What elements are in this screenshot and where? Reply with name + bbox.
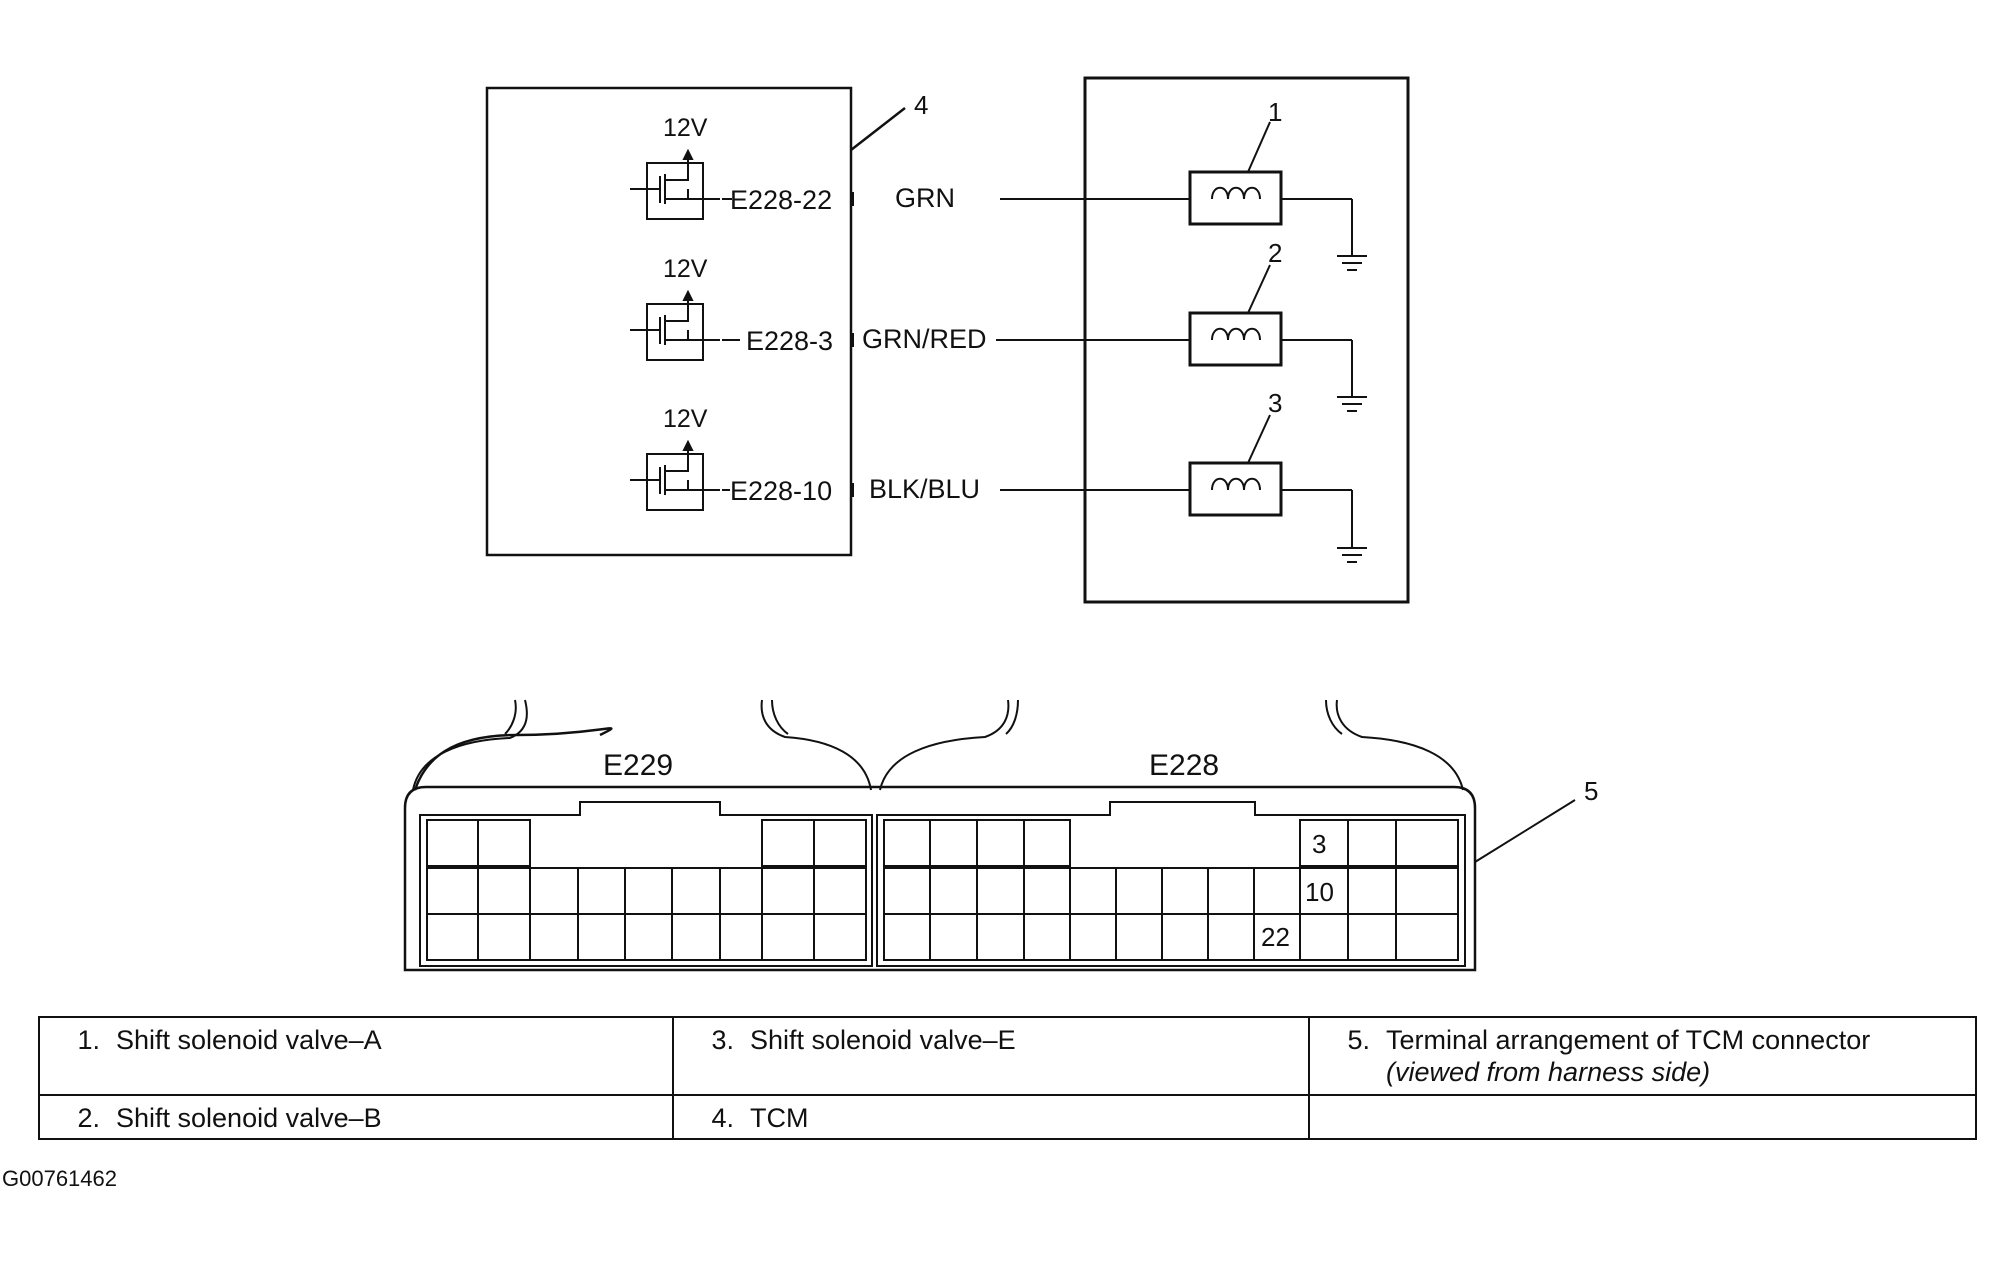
pin-cavity: [761, 867, 815, 915]
pin-label-10: 10: [1305, 877, 1334, 907]
pin-cavity: [1395, 819, 1459, 867]
pin-cavity: [1161, 867, 1209, 915]
solenoid-2: [1188, 264, 1367, 412]
pin-cavity: [1347, 819, 1397, 867]
pin-cavity: [1207, 913, 1255, 961]
pin-cavity: [976, 913, 1025, 961]
tcm-box: [485, 86, 853, 557]
legend-cell: 3. Shift solenoid valve–E: [672, 1016, 1310, 1096]
pin-cavity: [976, 819, 1025, 867]
pin-cavity: [1299, 913, 1349, 961]
connector-name-e228: E228: [1149, 749, 1219, 782]
legend-cell: 2. Shift solenoid valve–B: [38, 1094, 674, 1140]
pin-cavity: [929, 867, 978, 915]
legend-num: 1.: [77, 1025, 100, 1055]
pin-cavity: [813, 819, 867, 867]
pin-cavity: [1115, 913, 1163, 961]
pin-cavity: [1023, 819, 1071, 867]
pin-cavity: [883, 913, 931, 961]
legend-cell-empty: [1308, 1094, 1977, 1140]
transistor-driver-1: [630, 148, 732, 220]
connector-callout: 5: [1584, 776, 1598, 806]
solenoid-callout-1: 1: [1268, 97, 1282, 127]
pin-cavity: [426, 913, 479, 961]
tcm-connector: [403, 699, 1576, 972]
pin-cavity: [1299, 913, 1349, 961]
pin-cavity: [624, 913, 673, 961]
pin-cavity: [883, 819, 931, 867]
pin-cavity: [671, 867, 721, 915]
wire-color-1: GRN: [895, 183, 955, 213]
pin-cavity: [929, 819, 978, 867]
pin-cavity: [1347, 867, 1397, 915]
terminal-label-3: E228-10: [730, 476, 832, 506]
tcm-callout: 4: [914, 90, 928, 120]
transistor-driver-2: [630, 289, 740, 361]
pin-cavity: [1069, 913, 1117, 961]
pin-cavity: [929, 913, 978, 961]
pin-cavity: [1395, 913, 1459, 961]
transistor-driver-3: [630, 439, 730, 511]
pin-cavity: [1023, 913, 1071, 961]
legend-num: 4.: [711, 1103, 734, 1133]
pin-cavity: [813, 913, 867, 961]
legend-text: TCM: [750, 1103, 809, 1133]
pin-cavity: [761, 913, 815, 961]
supply-label-2: 12V: [663, 255, 708, 283]
pin-cavity: [1253, 867, 1301, 915]
pin-cavity: [719, 913, 763, 961]
pin-cavity: [1115, 867, 1163, 915]
pin-cavity: [529, 913, 579, 961]
figure-code: G00761462: [2, 1166, 117, 1191]
legend-table: 1. Shift solenoid valve–A 3. Shift solenoi…: [38, 1016, 1977, 1140]
legend-text: Shift solenoid valve–A: [116, 1025, 382, 1055]
pin-cavity: [477, 913, 531, 961]
pin-cavity: [976, 867, 1025, 915]
solenoid-1: [1188, 121, 1367, 271]
pin-cavity: [477, 819, 531, 867]
pin-cavity: [813, 867, 867, 915]
wire-color-3: BLK/BLU: [869, 474, 980, 504]
solenoid-callout-3: 3: [1268, 388, 1282, 418]
pin-cavity: [1069, 867, 1117, 915]
legend-num: 5.: [1347, 1025, 1370, 1055]
wiring-diagram: 4 12V 12V 12V E228-22 E228-3 E228-10 GRN…: [403, 76, 1598, 972]
terminal-label-1: E228-22: [730, 185, 832, 215]
solenoid-3: [1188, 414, 1367, 563]
legend-note: (viewed from harness side): [1386, 1057, 1711, 1087]
legend-text: Shift solenoid valve–E: [750, 1025, 1016, 1055]
pin-cavity: [477, 867, 531, 915]
pin-cavity: [624, 867, 673, 915]
pin-cavity: [577, 867, 626, 915]
pin-cavity: [761, 819, 815, 867]
pin-cavity: [1023, 867, 1071, 915]
wire-color-2: GRN/RED: [862, 324, 987, 354]
pin-cavity: [1161, 913, 1209, 961]
pin-cavity: [883, 867, 931, 915]
connector-name-e229: E229: [603, 749, 673, 782]
pin-cavity: [529, 867, 579, 915]
pin-cavity: [671, 913, 721, 961]
legend-cell: 1. Shift solenoid valve–A: [38, 1016, 674, 1096]
pin-label-3: 3: [1312, 829, 1326, 859]
terminal-label-2: E228-3: [746, 326, 833, 356]
legend-num: 3.: [711, 1025, 734, 1055]
legend-cell: 4. TCM: [672, 1094, 1310, 1140]
pin-cavity: [719, 867, 763, 915]
pin-cavity: [1395, 867, 1459, 915]
solenoid-callout-2: 2: [1268, 238, 1282, 268]
pin-cavity: [426, 819, 479, 867]
legend-text: Terminal arrangement of TCM connector: [1386, 1025, 1871, 1055]
pin-grid: [426, 819, 1459, 961]
legend-text: Shift solenoid valve–B: [116, 1103, 382, 1133]
legend-cell: 5. Terminal arrangement of TCM connector…: [1308, 1016, 1977, 1096]
pin-cavity: [426, 867, 479, 915]
supply-label-1: 12V: [663, 114, 708, 142]
pin-cavity: [1347, 913, 1397, 961]
pin-label-22: 22: [1261, 922, 1290, 952]
pin-cavity: [1207, 867, 1255, 915]
legend-num: 2.: [77, 1103, 100, 1133]
pin-cavity: [577, 913, 626, 961]
supply-label-3: 12V: [663, 405, 708, 433]
